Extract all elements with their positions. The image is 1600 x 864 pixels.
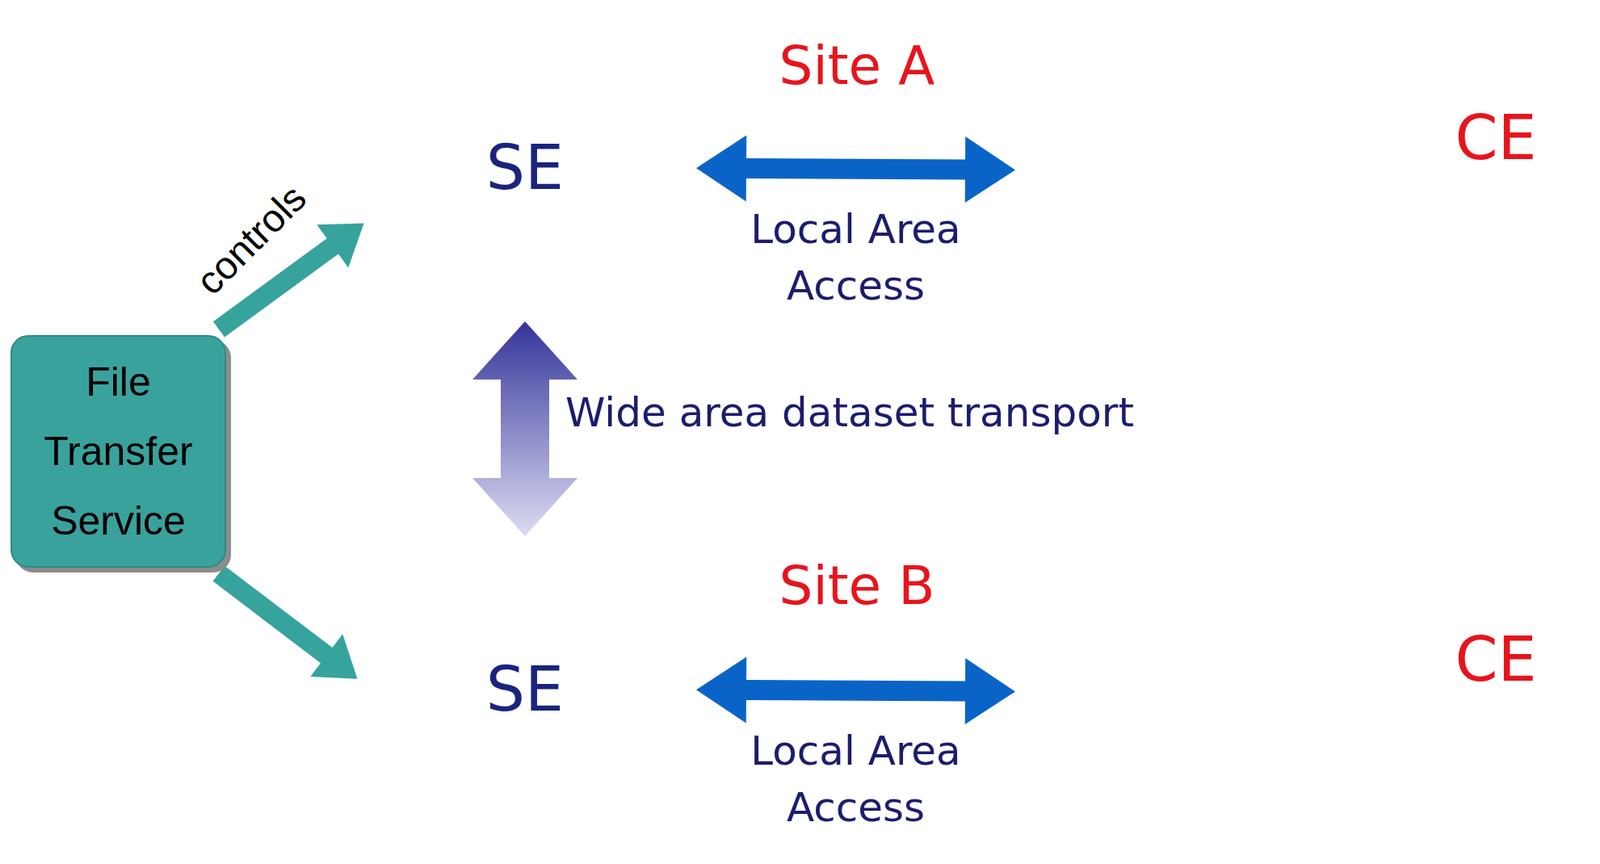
site-band: Site B SE CE [336, 526, 1593, 858]
computer-icon [1034, 112, 1130, 223]
computer-icon [1289, 112, 1385, 223]
band-shadow [341, 9, 1593, 336]
computer-icon [1100, 173, 1196, 284]
edge-label-holder: controls [186, 175, 316, 305]
computer-icon [1355, 695, 1451, 806]
storage-disc [373, 16, 677, 320]
connector-arrow [696, 135, 1016, 204]
computer-icon [1034, 634, 1130, 744]
edge-label-holder: Local Area Access [718, 722, 993, 836]
computer-icon [1222, 567, 1319, 678]
computer-icon [1095, 46, 1191, 156]
connector-arrow [213, 566, 358, 680]
storage-element: SE [371, 14, 679, 322]
computer-icon [1222, 46, 1319, 156]
storage-element-label: SE [486, 132, 564, 203]
computer-icon [1227, 695, 1323, 806]
site-name: Site A [779, 35, 936, 97]
site-band: Site A SE CE [336, 4, 1593, 336]
computer-icon [1161, 634, 1257, 744]
edge-label: controls [186, 175, 316, 305]
service-label: File Transfer Service [23, 347, 214, 556]
edge-label: Local Area Access [718, 722, 993, 836]
site-name: Site B [779, 555, 936, 618]
service-box: File Transfer Service [10, 335, 227, 568]
band-fill [337, 5, 1588, 331]
edge-label: Local Area Access [718, 201, 993, 315]
connector-arrow [696, 657, 1016, 726]
band-shadow [341, 531, 1593, 858]
computer-icon [1355, 173, 1451, 284]
computer-icon [1350, 46, 1446, 156]
compute-element: CE [1029, 36, 1580, 315]
compute-element-label: CE [1455, 102, 1538, 173]
edge-label-holder: Wide area dataset transport [565, 388, 1134, 437]
computer-icon [1289, 634, 1385, 744]
connector-arrow [472, 321, 578, 537]
compute-element-label: CE [1455, 624, 1538, 695]
edge-label-holder: Local Area Access [718, 201, 993, 315]
computer-icon [1095, 567, 1191, 678]
edge-label: Wide area dataset transport [565, 388, 1134, 437]
computer-icon [1100, 695, 1196, 806]
computer-icon [1350, 567, 1446, 678]
compute-element: CE [1029, 558, 1580, 837]
storage-element-label: SE [486, 654, 564, 725]
computer-cluster [1029, 36, 1580, 315]
computer-cluster [1029, 558, 1580, 837]
computer-icon [1227, 173, 1323, 284]
computer-icon [1161, 112, 1257, 223]
storage-element: SE [371, 536, 679, 844]
storage-disc [373, 537, 677, 842]
band-fill [337, 527, 1588, 853]
